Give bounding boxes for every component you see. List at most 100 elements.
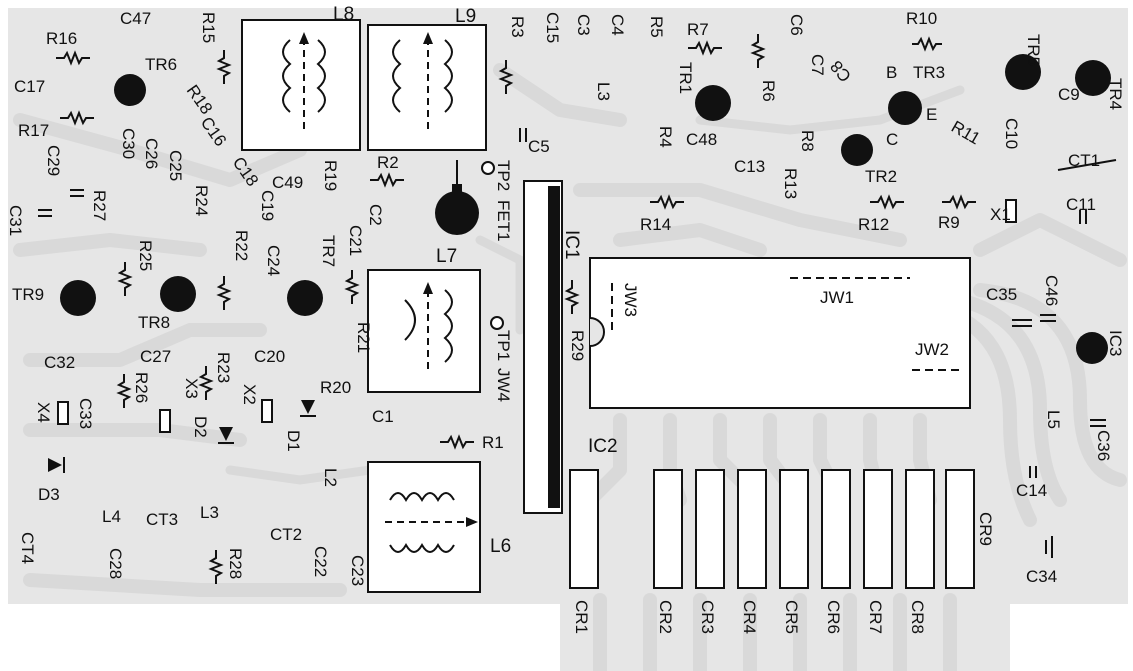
c34-label: C34 <box>1026 567 1057 586</box>
crystals: X1 X2 X3 X4 <box>34 199 1017 433</box>
r17-label: R17 <box>18 121 49 140</box>
c28-label: C28 <box>106 548 125 579</box>
c10-label: C10 <box>1002 118 1021 149</box>
tr8-body <box>160 276 196 312</box>
tr9-label: TR9 <box>12 285 44 304</box>
coil-l7: L7 TP2 FET1 TP1 JW4 <box>435 160 513 402</box>
r9-label: R9 <box>938 213 960 232</box>
tp2-label: TP2 <box>494 160 513 191</box>
x1-label: X1 <box>990 205 1011 224</box>
tr1-body <box>695 85 731 121</box>
cr5-label: CR5 <box>782 600 801 634</box>
c22-label: C22 <box>311 546 330 577</box>
tr6-body <box>114 74 146 106</box>
r26-label: R26 <box>132 372 151 403</box>
tr6-label: TR6 <box>145 55 177 74</box>
coil-l6: L6 <box>367 461 511 593</box>
c36-label: C36 <box>1094 430 1113 461</box>
r19-label: R19 <box>321 160 340 191</box>
r2-label: R2 <box>377 153 399 172</box>
r21-label: R21 <box>354 322 373 353</box>
tr3-label: TR3 <box>913 63 945 82</box>
tr7-label: TR7 <box>319 235 338 267</box>
c24-label: C24 <box>264 245 283 276</box>
r3-label: R3 <box>508 16 527 38</box>
tr1-label: TR1 <box>676 62 695 94</box>
r4-label: R4 <box>656 126 675 148</box>
cr6-label: CR6 <box>824 600 843 634</box>
c2-label: C2 <box>366 204 385 226</box>
transistors: TR6 TR9 TR8 TR7 TR1 TR2 TR3 B E C TR5 TR… <box>12 34 1125 364</box>
coil-l9: L9 <box>367 6 487 151</box>
c27-label: C27 <box>140 347 171 366</box>
cr2-label: CR2 <box>656 600 675 634</box>
l3b-label: L3 <box>594 82 613 101</box>
c4-label: C4 <box>608 14 627 36</box>
r27-label: R27 <box>90 190 109 221</box>
c33-label: C33 <box>76 398 95 429</box>
tr3-c-label: C <box>886 130 898 149</box>
r6-label: R6 <box>759 80 778 102</box>
cr4-label: CR4 <box>740 600 759 634</box>
r15-label: R15 <box>199 12 218 43</box>
l2-label: L2 <box>321 468 340 487</box>
ceramic-resonator-row: CR1 CR2 CR3 CR4 CR5 CR6 CR7 CR8 CR9 <box>569 469 995 634</box>
l7-label: L7 <box>436 246 457 267</box>
l6-label: L6 <box>490 536 511 557</box>
cr9-label: CR9 <box>976 512 995 546</box>
c14-label: C14 <box>1016 481 1047 500</box>
x4-label: X4 <box>34 402 53 423</box>
r10-label: R10 <box>906 9 937 28</box>
r20-label: R20 <box>320 378 351 397</box>
tr5-label: TR5 <box>1024 34 1043 66</box>
tr3-e-label: E <box>926 105 937 124</box>
c26-label: C26 <box>142 138 161 169</box>
tr7-body <box>287 280 323 316</box>
ct1-label: CT1 <box>1068 151 1100 170</box>
component-symbols <box>38 34 1117 584</box>
ic1-label: IC1 <box>561 230 582 260</box>
tr4-body <box>1075 60 1111 96</box>
c9-label: C9 <box>1058 85 1080 104</box>
c30-label: C30 <box>119 128 138 159</box>
x2-label: X2 <box>240 384 259 405</box>
x3-label: X3 <box>182 378 201 399</box>
fet1-label: FET1 <box>494 200 513 242</box>
c31-label: C31 <box>6 205 25 236</box>
tr2-body <box>841 134 873 166</box>
r23-label: R23 <box>214 352 233 383</box>
ic2: IC2 JW3 JW1 JW2 <box>588 257 971 457</box>
c49-label: C49 <box>272 173 303 192</box>
cr8-label: CR8 <box>908 600 927 634</box>
c7-label: C7 <box>808 54 827 76</box>
c1-label: C1 <box>372 407 394 426</box>
r16-label: R16 <box>46 29 77 48</box>
tr8-label: TR8 <box>138 313 170 332</box>
ic3-body <box>1076 332 1108 364</box>
r28-label: R28 <box>226 548 245 579</box>
r5-label: R5 <box>647 16 666 38</box>
l3-label: L3 <box>200 503 219 522</box>
tr4-label: TR4 <box>1106 78 1125 110</box>
cr1-label: CR1 <box>572 600 591 634</box>
tr3-b-label: B <box>886 63 897 82</box>
c6-label: C6 <box>787 14 806 36</box>
c47-label: C47 <box>120 9 151 28</box>
c25-label: C25 <box>166 150 185 181</box>
r22-label: R22 <box>232 230 251 261</box>
c23-label: C23 <box>348 555 367 586</box>
jw1-label: JW1 <box>820 288 854 307</box>
d1-label: D1 <box>284 430 303 452</box>
c15-label: C15 <box>543 12 562 43</box>
c17-label: C17 <box>14 77 45 96</box>
ct4-label: CT4 <box>18 532 37 564</box>
c11-label: C11 <box>1066 195 1096 214</box>
jw3-label: JW3 <box>621 283 640 317</box>
ic1: IC1 <box>523 180 582 514</box>
c29-label: C29 <box>44 145 63 176</box>
coil-center <box>367 269 481 393</box>
tp1-label: TP1 <box>494 330 513 361</box>
r7-label: R7 <box>687 20 709 39</box>
cr3-label: CR3 <box>698 600 717 634</box>
